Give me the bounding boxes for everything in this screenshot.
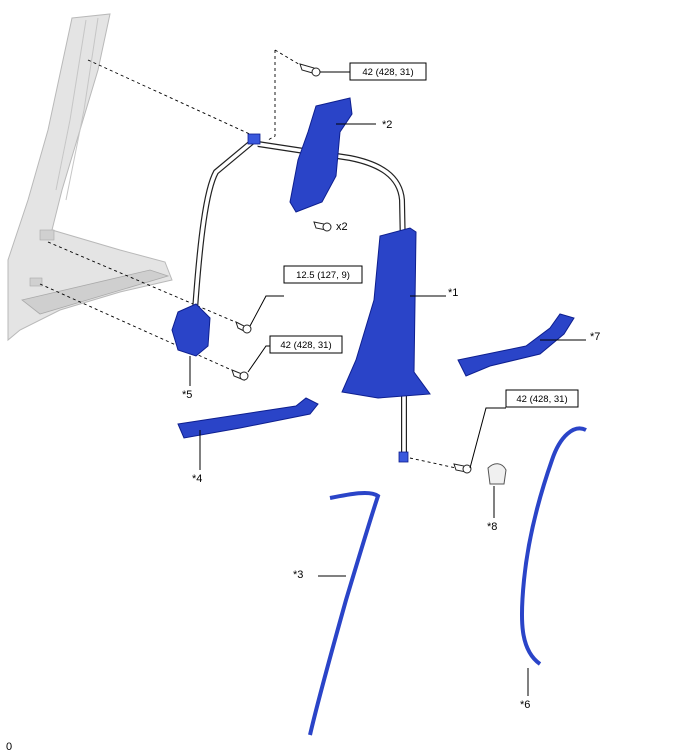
bolt-icon <box>313 221 332 232</box>
part-4-scuff-plate <box>177 397 319 439</box>
torque-spec-top: 42 (428, 31) <box>349 62 427 81</box>
bolt-icon <box>299 63 321 77</box>
callout-part-3: *3 <box>293 569 303 581</box>
callout-part-7: *7 <box>590 331 600 343</box>
seat-belt-webbing <box>192 133 409 463</box>
part-1-pillar-garnish <box>341 227 431 399</box>
callout-part-5: *5 <box>182 389 192 401</box>
part-8-cap <box>487 463 507 485</box>
part-2-upper-trim <box>289 97 353 213</box>
vehicle-body-panel <box>7 13 173 342</box>
torque-spec-mid-small: 12.5 (127, 9) <box>283 265 363 284</box>
callout-part-6: *6 <box>520 699 530 711</box>
torque-mid-text: 42 (428, 31) <box>280 340 331 351</box>
leader-lines <box>189 71 586 696</box>
callout-part-4: *4 <box>192 473 202 485</box>
quantity-label: x2 <box>336 221 348 233</box>
torque-top-text: 42 (428, 31) <box>362 67 413 78</box>
torque-spec-mid: 42 (428, 31) <box>269 335 343 354</box>
part-5-retractor <box>171 303 211 357</box>
callout-part-2: *2 <box>382 119 392 131</box>
torque-right-text: 42 (428, 31) <box>516 394 567 405</box>
torque-mid-small-text: 12.5 (127, 9) <box>296 270 350 281</box>
part-6-weatherstrip <box>519 426 587 666</box>
part-7-trim-strip <box>457 313 575 377</box>
bolt-icon <box>235 321 252 334</box>
torque-spec-right: 42 (428, 31) <box>505 389 579 408</box>
bolt-icon <box>231 369 249 381</box>
callout-part-1: *1 <box>448 287 458 299</box>
part-3-weatherstrip <box>308 490 381 736</box>
bolt-icon <box>453 463 472 474</box>
callout-part-8: *8 <box>487 521 497 533</box>
corner-mark: 0 <box>6 741 12 753</box>
